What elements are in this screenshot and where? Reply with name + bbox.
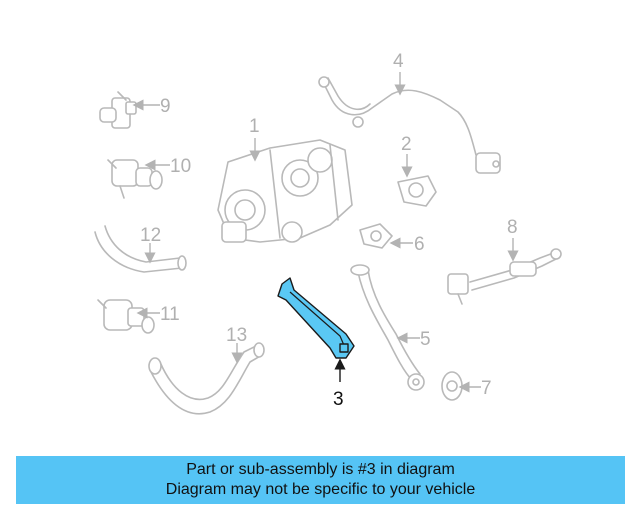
callout-13: 13 — [226, 325, 247, 346]
part-3-bracket-highlighted[interactable]: 3 — [277, 277, 355, 410]
callout-7: 7 — [481, 378, 492, 399]
parts-diagram: 9 10 12 11 13 — [94, 51, 562, 415]
callout-1: 1 — [249, 116, 260, 137]
part-2-gasket: 2 — [397, 134, 437, 207]
callout-3: 3 — [333, 389, 344, 410]
callout-10: 10 — [170, 156, 191, 177]
part-10-valve: 10 — [107, 156, 191, 199]
callout-8: 8 — [507, 217, 518, 238]
part-13-hose: 13 — [148, 325, 265, 415]
callout-12: 12 — [140, 225, 161, 246]
banner-line-1: Part or sub-assembly is #3 in diagram — [186, 461, 455, 478]
callout-4: 4 — [393, 51, 404, 72]
part-7-gasket: 7 — [441, 371, 492, 401]
callout-9: 9 — [160, 96, 171, 117]
callout-5: 5 — [420, 329, 431, 350]
part-8-oil-pipe: 8 — [447, 217, 562, 305]
part-5-flex-line: 5 — [350, 264, 431, 391]
callout-6: 6 — [414, 234, 425, 255]
part-11-valve: 11 — [97, 299, 180, 334]
part-6-gasket: 6 — [359, 223, 425, 255]
part-12-hose: 12 — [94, 225, 187, 273]
part-4-oil-line: 4 — [318, 51, 501, 174]
callout-11: 11 — [160, 304, 180, 325]
callout-2: 2 — [401, 134, 412, 155]
info-banner: Part or sub-assembly is #3 in diagram Di… — [16, 456, 625, 504]
part-9-valve: 9 — [99, 91, 171, 129]
part-1-turbocharger: 1 — [217, 116, 353, 243]
banner-line-2: Diagram may not be specific to your vehi… — [165, 481, 476, 498]
